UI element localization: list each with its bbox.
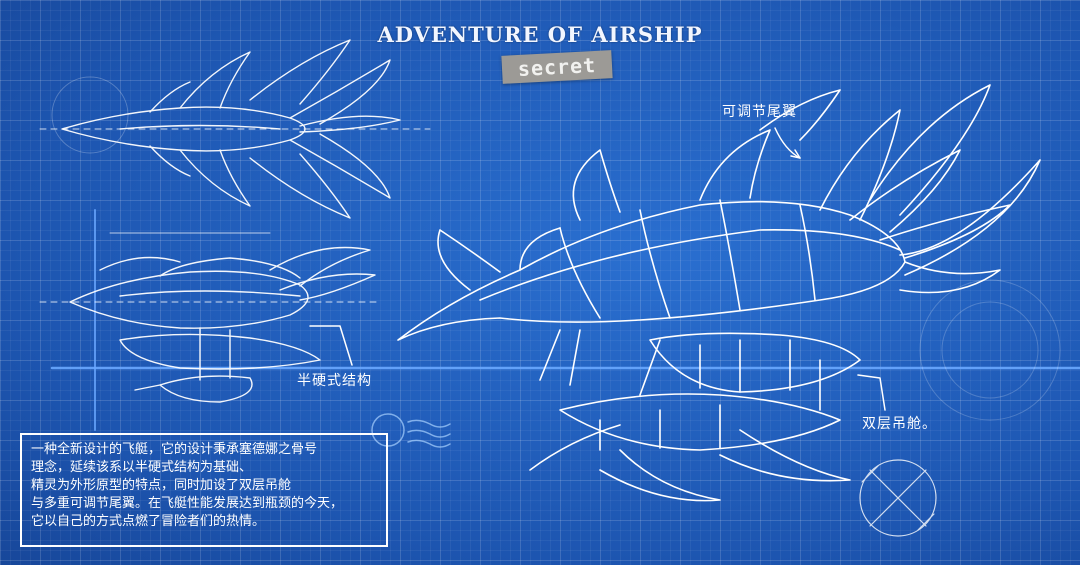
airship-main-drawing	[397, 84, 1041, 502]
semi-rigid-callout-line	[309, 325, 353, 366]
postmark-icon	[371, 413, 451, 448]
description-line: 它以自己的方式点燃了冒险者们的热情。	[31, 514, 266, 529]
description-box: 一种全新设计的飞艇，它的设计秉承塞德娜之骨号 理念，延续该系以半硬式结构为基础、…	[20, 433, 388, 547]
tail-wings-callout-line	[774, 127, 801, 159]
tail-wings-label: 可调节尾翼	[722, 104, 797, 120]
description-line: 与多重可调节尾翼。在飞艇性能发展达到瓶颈的今天，	[31, 496, 344, 511]
airship-top-view	[61, 39, 401, 219]
airship-side-view	[69, 246, 376, 403]
page-title: ADVENTURE OF AIRSHIP	[377, 22, 703, 47]
secret-stamp: secret	[501, 50, 613, 84]
windmill-icon	[859, 459, 937, 537]
description-line: 精灵为外形原型的特点，同时加设了双层吊舱	[31, 478, 292, 493]
description-line: 一种全新设计的飞艇，它的设计秉承塞德娜之骨号	[31, 442, 318, 457]
double-gondola-label: 双层吊舱。	[862, 416, 937, 432]
description-line: 理念，延续该系以半硬式结构为基础、	[31, 460, 253, 475]
semi-rigid-label: 半硬式结构	[297, 373, 372, 389]
compass-circle-right	[919, 279, 1061, 421]
double-gondola-callout-line	[857, 374, 886, 411]
compass-circle-left	[51, 76, 129, 154]
